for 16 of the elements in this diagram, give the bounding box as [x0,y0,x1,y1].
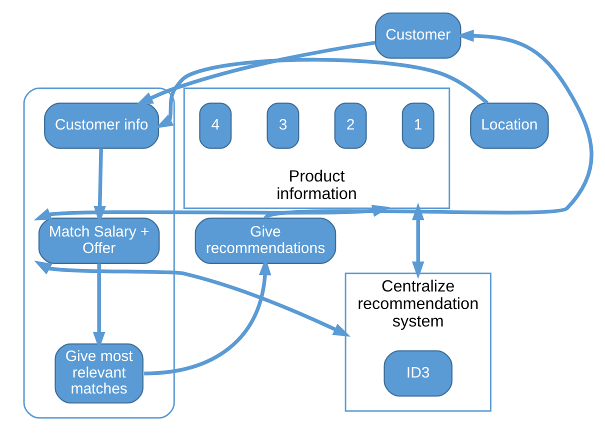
arrow [34,260,350,337]
arrow [135,40,375,106]
node-box: Give most relevant matches [54,343,143,404]
node-box: 2 [334,102,366,149]
node-box: Customer [374,12,461,59]
node-box: ID3 [383,350,452,397]
arrow [411,202,424,280]
node-box: Give recommendations [194,218,336,264]
node-box: Location [470,102,548,149]
arrow [264,30,593,220]
node-box: 4 [198,102,232,149]
node-box: 1 [401,102,434,149]
node-box: Customer info [44,102,159,149]
node-box: 3 [266,102,299,149]
node-box: Match Salary + Offer [38,218,160,264]
arrow [154,58,488,128]
